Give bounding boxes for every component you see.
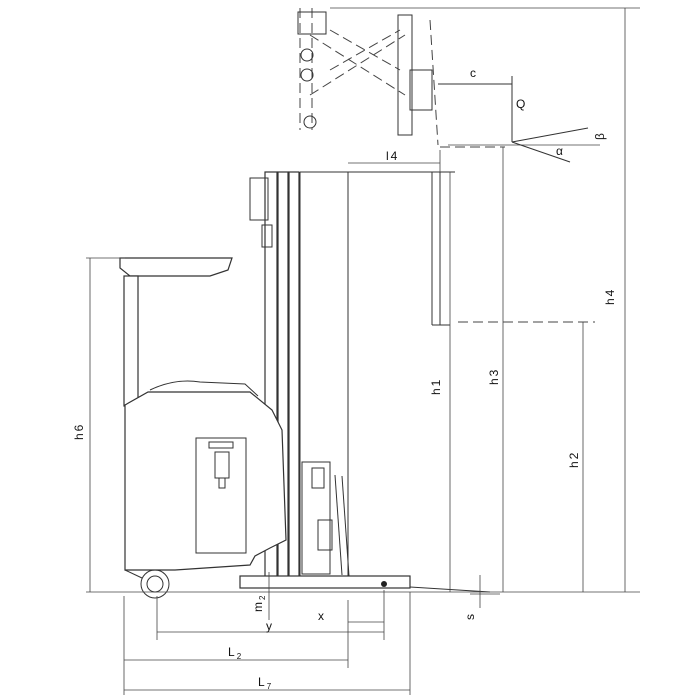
overhead-guard xyxy=(119,257,233,407)
label-h3: h3 xyxy=(487,368,501,385)
truck-body xyxy=(124,380,491,599)
label-c: c xyxy=(470,66,478,80)
label-beta: β xyxy=(593,131,607,140)
label-h2: h2 xyxy=(567,451,581,468)
label-L2: L2 xyxy=(228,645,242,661)
label-m2: m2 xyxy=(251,595,267,612)
label-l4: l4 xyxy=(386,149,399,163)
lowered-carriage xyxy=(301,461,350,577)
label-h4: h4 xyxy=(603,288,617,305)
label-h1: h1 xyxy=(429,378,443,395)
dimension-labels: c Q α β l4 h4 h3 h1 h2 h6 s x y m2 L2 L7 xyxy=(72,66,617,691)
label-L7: L7 xyxy=(258,675,272,691)
label-alpha: α xyxy=(556,144,565,158)
label-s: s xyxy=(463,612,477,620)
raised-fork xyxy=(300,171,595,326)
label-y: y xyxy=(266,619,274,633)
label-h6: h6 xyxy=(72,423,86,440)
dimension-lines xyxy=(86,7,640,695)
label-Q: Q xyxy=(516,97,527,111)
tilted-mast-detail xyxy=(297,8,600,163)
label-x: x xyxy=(318,609,326,623)
